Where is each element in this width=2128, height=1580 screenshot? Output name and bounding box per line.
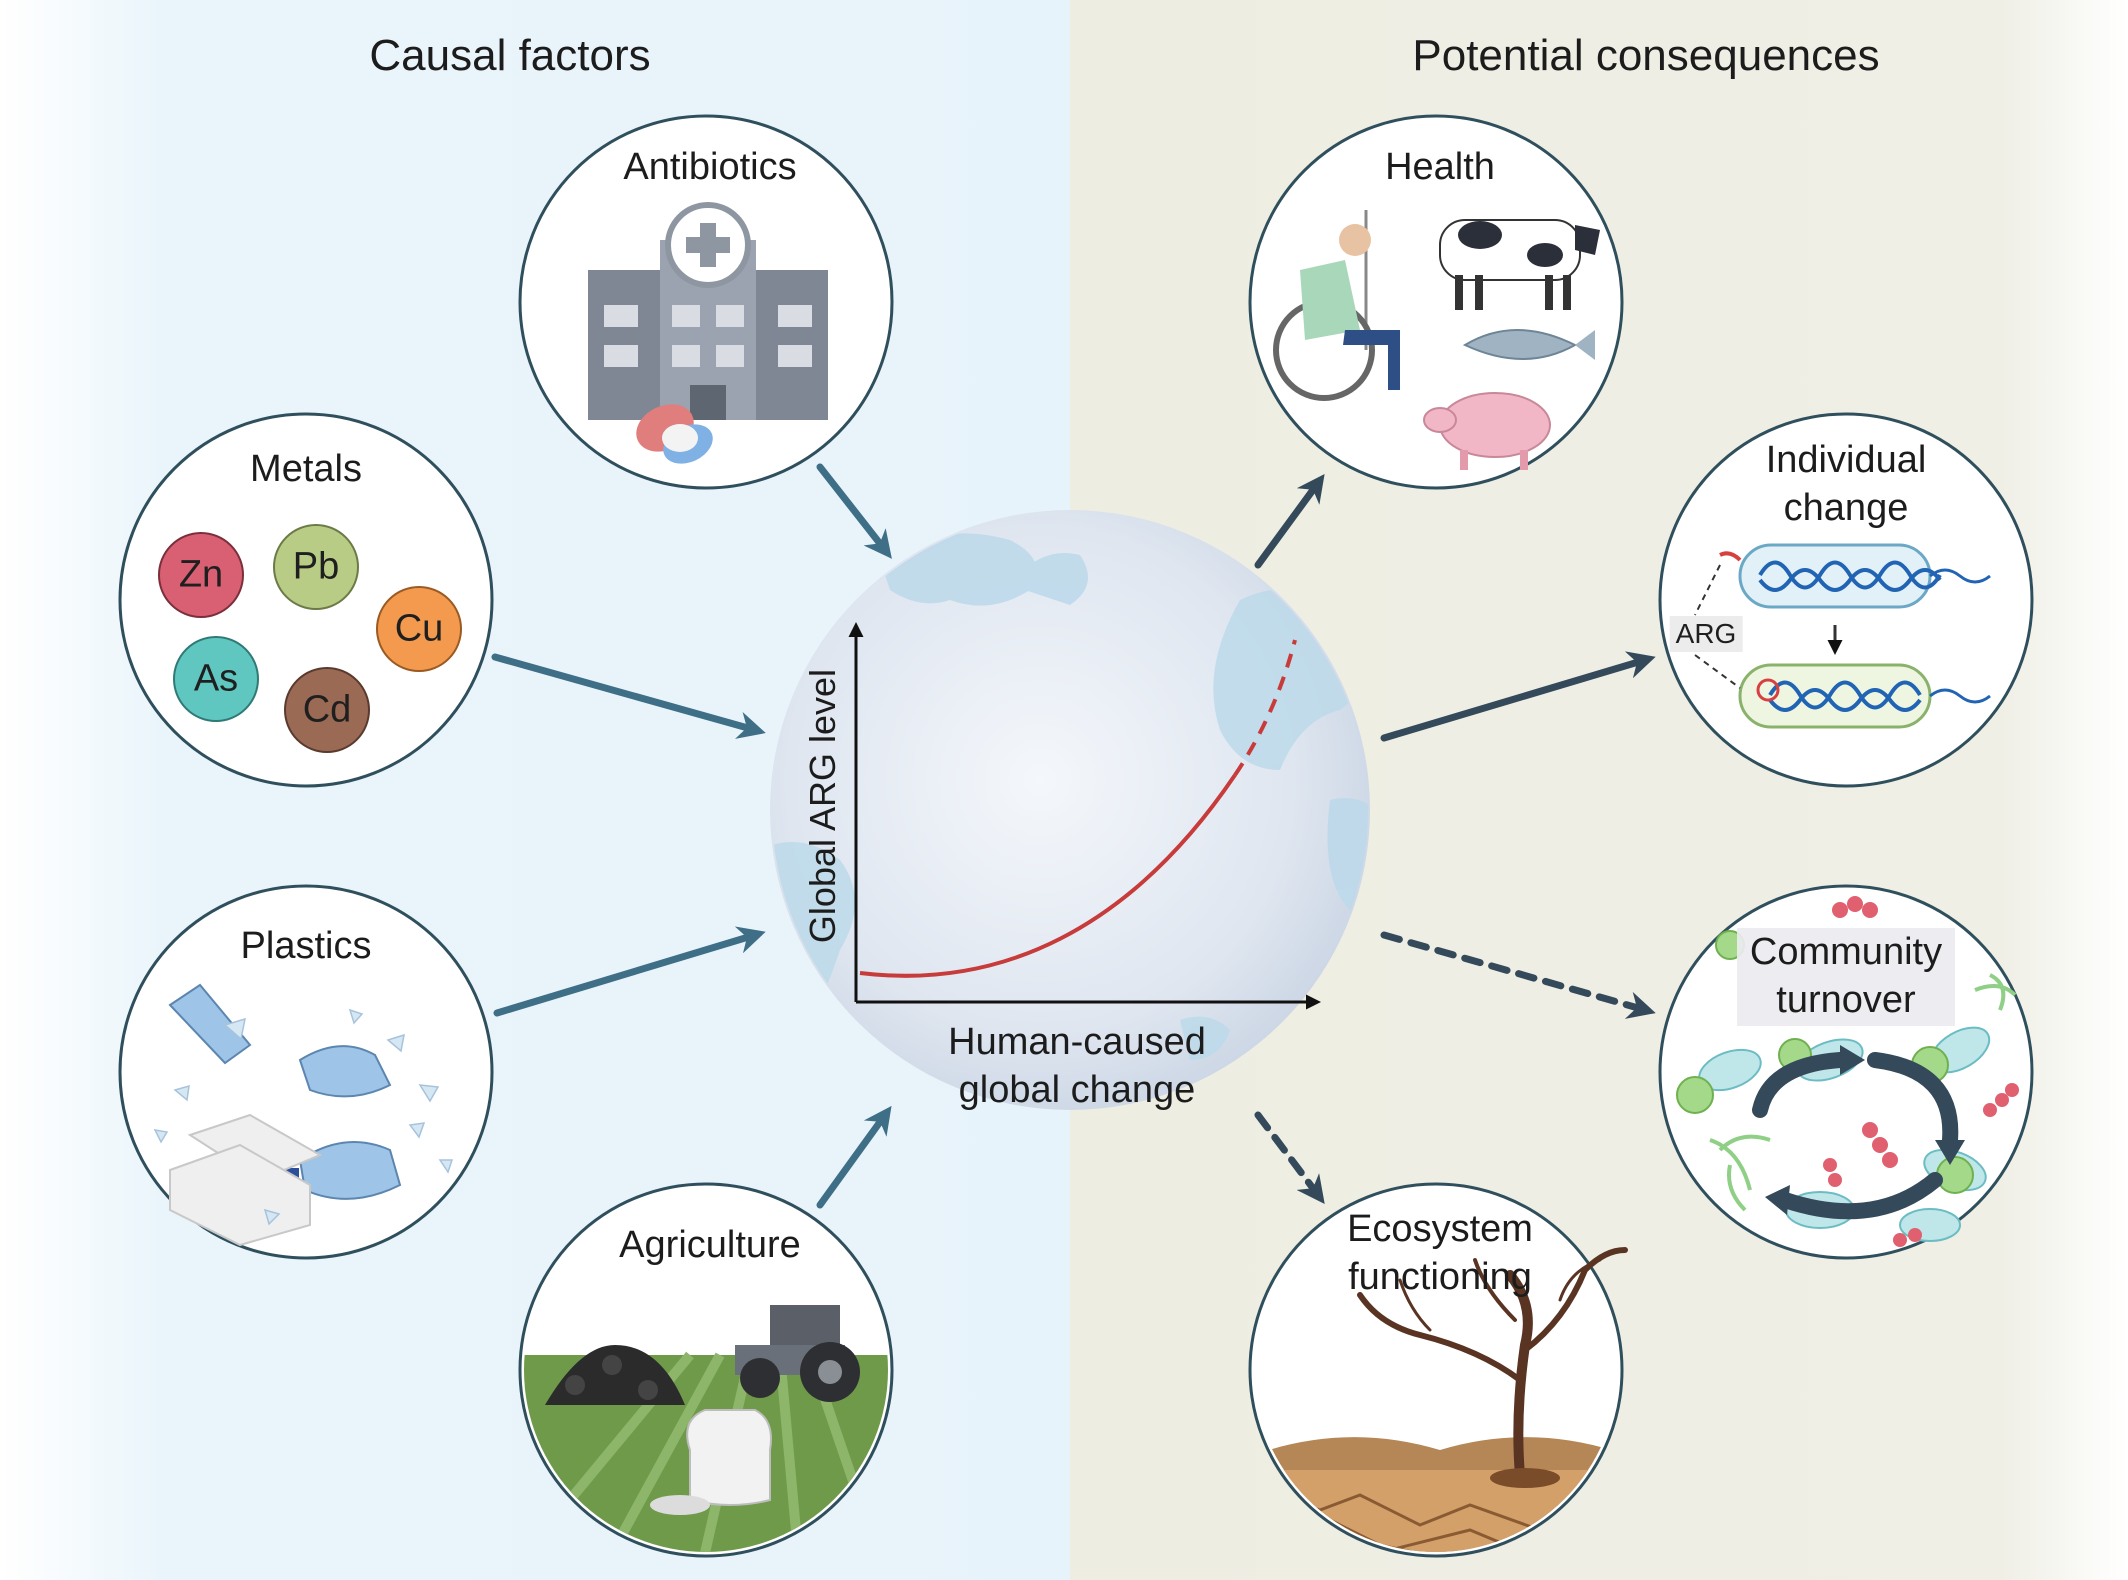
plastic-bottle-icon: [168, 983, 402, 1200]
fish-icon: [1462, 329, 1595, 360]
plastics-circle: [118, 884, 494, 1260]
individual-change-circle: [1658, 412, 2034, 788]
arrow-individual: [1380, 651, 1656, 742]
cd-label: Cd: [302, 688, 352, 731]
cycle-arrows-icon: [1752, 1052, 1959, 1220]
pb-ball: [273, 524, 359, 610]
label-antibiotics: Antibiotics: [623, 146, 797, 188]
dead-tree-icon: [1357, 1247, 1628, 1480]
header-causal-factors: Causal factors: [369, 31, 651, 80]
hospital-icon: [588, 202, 828, 420]
health-circle: [1248, 114, 1624, 490]
manure-pile-icon: [545, 1345, 685, 1405]
cd-ball: [284, 667, 370, 753]
arg-chart: [848, 622, 1321, 1010]
arrow-metals: [491, 653, 766, 739]
plastic-container-icon: [169, 1113, 323, 1247]
arrow-agriculture: [816, 1105, 892, 1209]
consequence-arrows: [1254, 473, 1656, 1204]
arrow-health: [1254, 473, 1325, 569]
chart-y-label: Global ARG level: [802, 668, 843, 944]
arrow-antibiotics: [816, 463, 892, 559]
chart-x-label-line2: global change: [958, 1069, 1196, 1111]
cause-arrows: [491, 463, 892, 1209]
arrow-community: [1380, 931, 1656, 1019]
arg-curve-projected: [1233, 639, 1297, 777]
as-label: As: [193, 657, 239, 700]
label-metals: Metals: [250, 448, 362, 490]
bacterium-top-icon: [1719, 543, 1991, 609]
arg-curve-solid: [859, 773, 1237, 978]
cu-label: Cu: [394, 607, 444, 650]
bacterium-bottom-icon: [1738, 663, 1991, 729]
label-ecosystem-line2: functioning: [1348, 1256, 1532, 1298]
label-individual-line2: change: [1783, 487, 1909, 529]
header-potential-consequences: Potential consequences: [1412, 31, 1880, 80]
cow-icon: [1439, 219, 1600, 310]
plastic-shards-icon: [153, 1008, 454, 1226]
label-community-line2: turnover: [1776, 979, 1916, 1021]
arg-label: ARG: [1669, 616, 1743, 652]
arrow-ecosystem: [1254, 1111, 1325, 1204]
label-individual-line1: Individual: [1765, 439, 1927, 481]
label-agriculture: Agriculture: [619, 1224, 801, 1266]
pb-label: Pb: [292, 545, 340, 588]
tractor-icon: [735, 1305, 860, 1402]
arrow-plastics: [493, 926, 766, 1017]
community-label-bg: [1737, 928, 1955, 1026]
label-ecosystem-line1: Ecosystem: [1347, 1208, 1533, 1250]
metals-circle: [118, 412, 494, 788]
pig-icon: [1423, 392, 1551, 470]
label-community-line1: Community: [1749, 931, 1943, 973]
zn-label: Zn: [178, 553, 224, 596]
wheelchair-patient-icon: [1273, 210, 1400, 401]
label-health: Health: [1385, 146, 1495, 188]
pills-icon: [636, 404, 713, 464]
chart-x-label-line1: Human-caused: [948, 1021, 1206, 1063]
as-ball: [173, 636, 259, 722]
zn-ball: [158, 532, 244, 618]
fertilizer-bag-icon: [650, 1409, 772, 1515]
antibiotics-circle: [518, 114, 894, 490]
label-plastics: Plastics: [240, 925, 372, 967]
cu-ball: [376, 586, 462, 672]
